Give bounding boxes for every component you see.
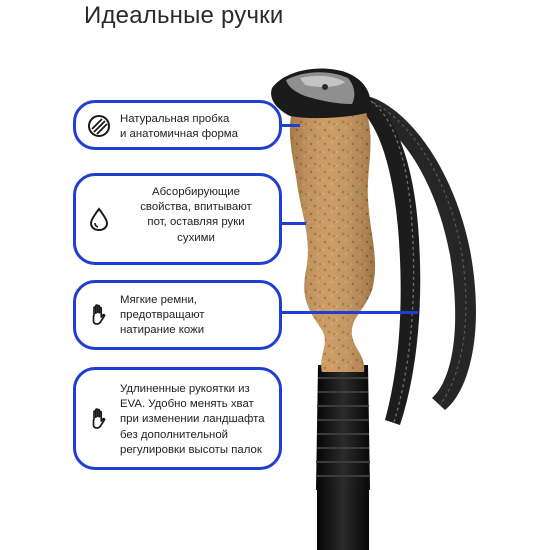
feature-2-line-3: пот, оставляя руки: [147, 216, 245, 229]
feature-4-line-3: при изменении ландшафта: [120, 413, 265, 426]
connector-1: [282, 124, 300, 127]
hand-icon: [92, 304, 106, 325]
connector-2: [282, 222, 306, 225]
feature-1-line-2: и анатомичная форма: [120, 128, 238, 141]
feature-2-line-2: свойства, впитывают: [140, 201, 252, 214]
feature-4-line-5: регулировки высоты палок: [120, 443, 262, 456]
water-drop-icon: [89, 207, 109, 232]
hand-icon: [92, 408, 106, 429]
feature-card-cork: Натуральная пробка и анатомичная форма: [73, 100, 282, 150]
feature-card-straps: Мягкие ремни, предотвращают натирание ко…: [73, 280, 282, 350]
feature-card-absorb: Абсорбирующие свойства, впитывают пот, о…: [73, 173, 282, 265]
feature-4-line-4: без дополнительной: [120, 428, 229, 441]
feature-1-line-1: Натуральная пробка: [120, 113, 230, 125]
strap-front: [352, 90, 421, 425]
cork-texture-icon: [88, 115, 110, 137]
feature-2-line-4: сухими: [177, 231, 215, 244]
feature-3-line-3: натирание кожи: [120, 324, 205, 337]
feature-3-line-1: Мягкие ремни,: [120, 294, 197, 306]
pole-shaft: [317, 488, 369, 550]
feature-4-line-1: Удлиненные рукоятки из: [120, 383, 250, 395]
feature-3-line-2: предотвращают: [120, 309, 205, 322]
page-title: Идеальные ручки: [84, 2, 284, 29]
eva-extension: [316, 365, 370, 490]
strap-back: [358, 95, 476, 410]
connector-3: [282, 311, 418, 314]
feature-card-eva: Удлиненные рукоятки из EVA. Удобно менят…: [73, 367, 282, 470]
feature-4-line-2: EVA. Удобно менять хват: [120, 398, 254, 411]
feature-2-line-1: Абсорбирующие: [152, 186, 240, 198]
